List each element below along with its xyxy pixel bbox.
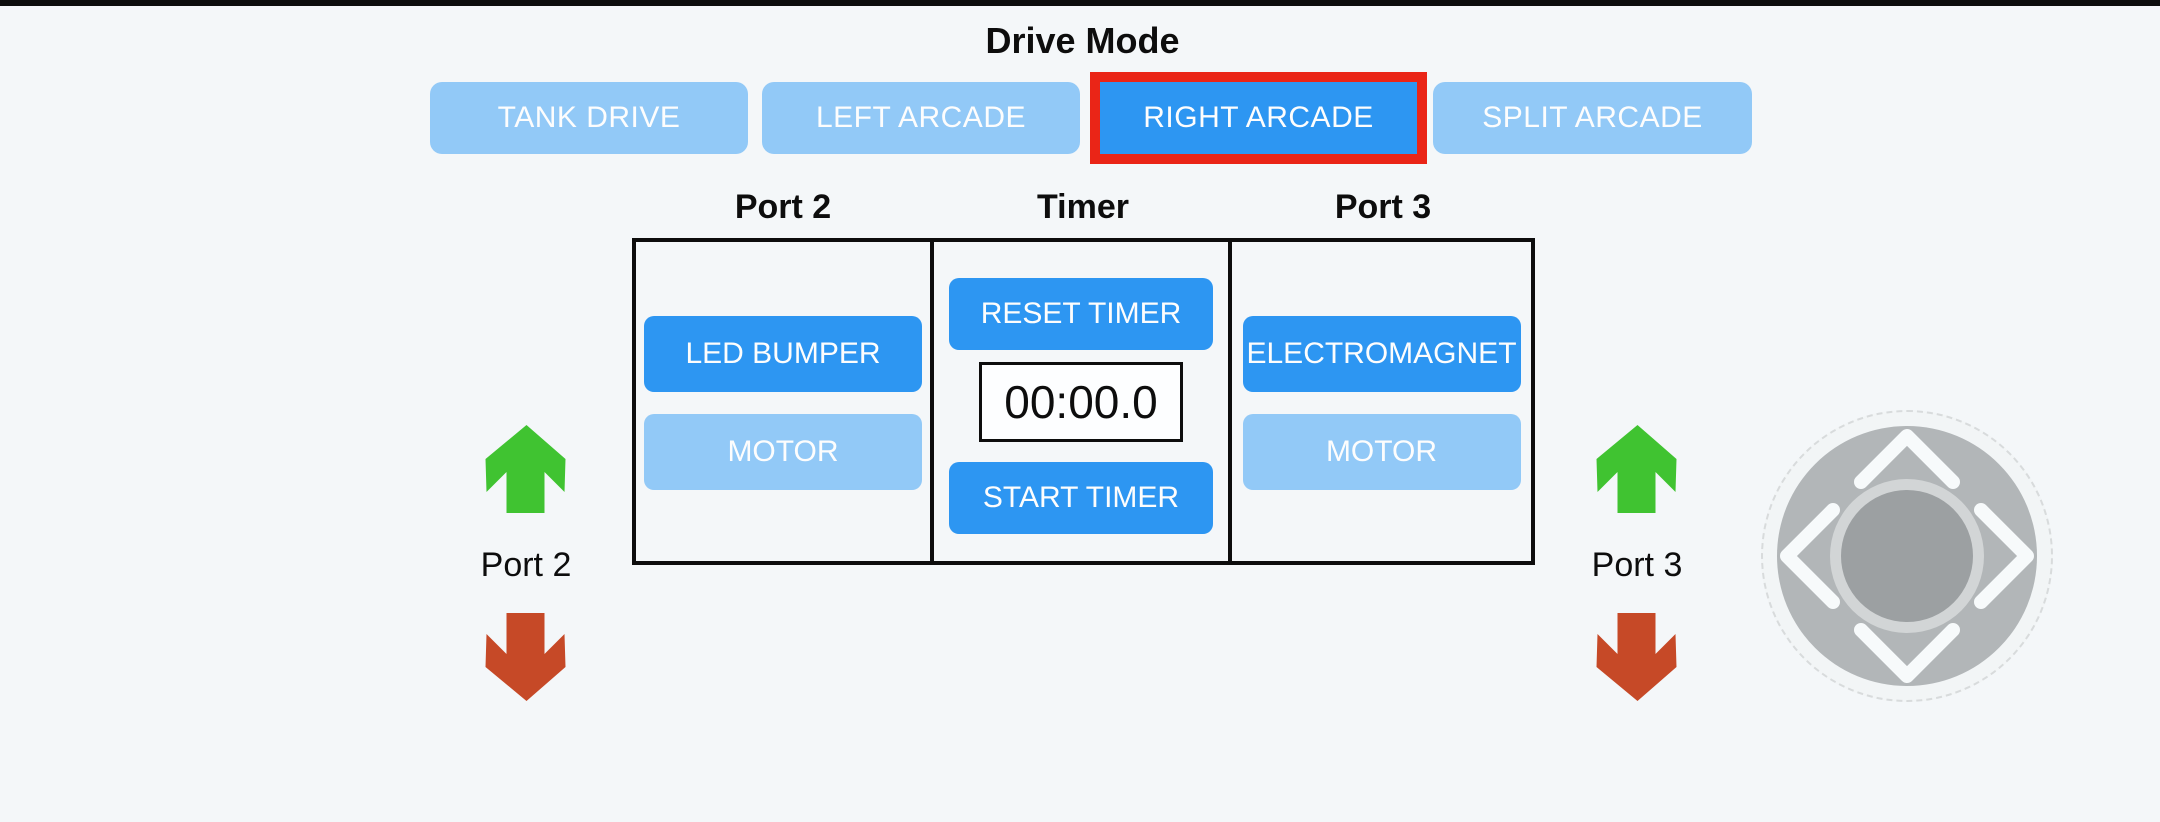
port2-column: LED BUMPER MOTOR: [636, 242, 934, 561]
start-timer-button[interactable]: START TIMER: [949, 462, 1213, 534]
port3-down-arrow-icon[interactable]: [1596, 613, 1678, 701]
led-bumper-button[interactable]: LED BUMPER: [644, 316, 922, 392]
timer-column: RESET TIMER 00:00.0 START TIMER: [934, 242, 1232, 561]
port2-motor-button[interactable]: MOTOR: [644, 414, 922, 490]
port3-motor-button[interactable]: MOTOR: [1242, 414, 1521, 490]
chevron-right-icon: [1974, 503, 2034, 609]
drive-mode-title: Drive Mode: [985, 20, 1180, 61]
reset-timer-button[interactable]: RESET TIMER: [949, 278, 1213, 350]
chevron-down-icon: [1854, 623, 1960, 683]
port2-down-arrow-icon[interactable]: [485, 613, 567, 701]
port3-side-label: Port 3: [1591, 546, 1683, 584]
split-arcade-button[interactable]: SPLIT ARCADE: [1433, 82, 1752, 154]
chevron-left-icon: [1780, 503, 1840, 609]
port2-direction-control: Port 2: [481, 425, 571, 701]
timer-display: 00:00.0: [979, 362, 1183, 442]
joystick[interactable]: [1761, 410, 2053, 702]
port3-direction-control: Port 3: [1592, 425, 1682, 701]
port2-column-header: Port 2: [734, 188, 832, 226]
timer-column-header: Timer: [1037, 188, 1129, 226]
device-panel: LED BUMPER MOTOR RESET TIMER 00:00.0 STA…: [632, 238, 1535, 565]
joystick-knob[interactable]: [1841, 490, 1973, 622]
port3-column-header: Port 3: [1334, 188, 1432, 226]
chevron-up-icon: [1854, 429, 1960, 489]
port2-side-label: Port 2: [480, 546, 572, 584]
electromagnet-button[interactable]: ELECTROMAGNET: [1242, 316, 1521, 392]
port3-column: ELECTROMAGNET MOTOR: [1232, 242, 1531, 561]
joystick-direction-icons: [1780, 429, 2034, 683]
port3-up-arrow-icon[interactable]: [1596, 425, 1678, 513]
tank-drive-button[interactable]: TANK DRIVE: [430, 82, 748, 154]
left-arcade-button[interactable]: LEFT ARCADE: [762, 82, 1080, 154]
top-black-bar: [0, 0, 2160, 6]
port2-up-arrow-icon[interactable]: [485, 425, 567, 513]
right-arcade-button-selected[interactable]: RIGHT ARCADE: [1090, 72, 1427, 164]
